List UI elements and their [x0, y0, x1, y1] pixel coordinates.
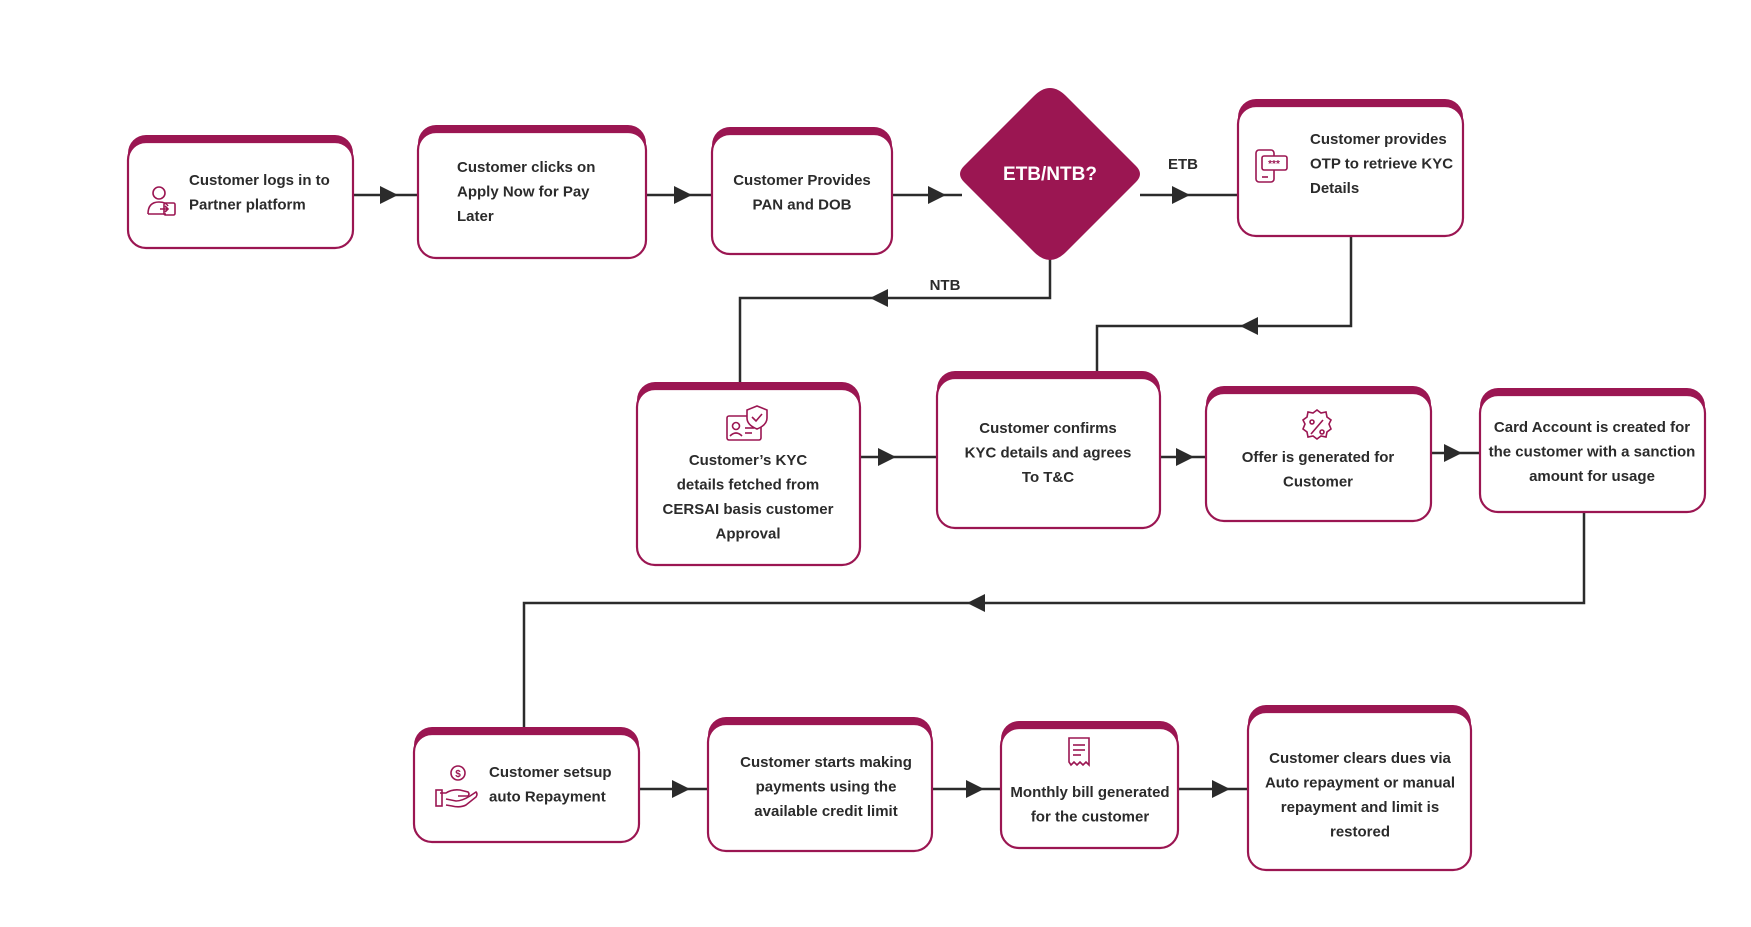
id-card-shield-icon [726, 405, 768, 441]
arrowhead [1212, 780, 1230, 798]
arrowhead [674, 186, 692, 204]
otp-phone-icon: *** [1255, 149, 1288, 183]
box-login: Customer logs in to Partner platform [126, 135, 355, 250]
box-body [935, 376, 1162, 530]
box-text-line: Customer confirms [979, 420, 1117, 437]
box-text-line: Customer provides [1310, 131, 1447, 148]
arrowhead [966, 780, 984, 798]
box-body [1236, 104, 1465, 238]
edge-label-etb: ETB [1168, 156, 1198, 173]
box-kyc-fetch: Customer’s KYC details fetched fromCERSAI… [635, 382, 862, 567]
box-text-line: Card Account is created for [1494, 419, 1690, 436]
arrowhead [967, 594, 985, 612]
decision-diamond: ETB/NTB? [960, 88, 1140, 260]
edge-card-autorepay [522, 512, 1586, 736]
box-body [1204, 391, 1433, 523]
box-body [1478, 393, 1707, 514]
svg-text:$: $ [455, 769, 461, 780]
box-text-line: available credit limit [754, 803, 897, 820]
arrowhead [1172, 186, 1190, 204]
box-text-line: Approval [715, 526, 780, 543]
receipt-icon [1068, 737, 1090, 767]
box-text-line: Customer Provides [733, 172, 871, 189]
box-text-line: Customer clicks on [457, 159, 595, 176]
box-text-line: restored [1330, 824, 1390, 841]
arrowhead [1176, 448, 1194, 466]
box-text-line: CERSAI basis customer [663, 501, 834, 518]
box-text-line: Offer is generated for [1242, 449, 1395, 466]
hand-money-icon: $ [435, 765, 478, 808]
box-text-line: Monthly bill generated [1010, 784, 1169, 801]
box-text-line: Customer [1283, 474, 1353, 491]
edge-label-ntb: NTB [930, 277, 961, 294]
box-text-line: Later [457, 208, 494, 225]
box-text-line: Apply Now for Pay [457, 184, 590, 201]
arrowhead [672, 780, 690, 798]
box-body [706, 722, 934, 853]
box-text-line: details fetched from [677, 477, 820, 494]
arrowhead [1444, 444, 1462, 462]
box-text-line: KYC details and agrees [965, 445, 1132, 462]
box-text-line: repayment and limit is [1281, 799, 1439, 816]
decision-label: ETB/NTB? [1003, 164, 1097, 185]
box-text-line: OTP to retrieve KYC [1310, 156, 1453, 173]
box-text-line: Customer clears dues via [1269, 750, 1451, 767]
box-text-line: auto Repayment [489, 789, 606, 806]
box-body [999, 726, 1180, 850]
box-text-line: To T&C [1022, 469, 1074, 486]
box-text-line: the customer with a sanction [1489, 444, 1696, 461]
arrowhead [870, 289, 888, 307]
box-payments: Customer starts making payments using the… [706, 717, 934, 853]
box-text-line: PAN and DOB [753, 197, 852, 214]
box-body [416, 130, 648, 260]
percent-badge-icon [1301, 409, 1333, 440]
box-autorepay: Customer setsup auto Repayment [412, 727, 641, 844]
arrowhead [878, 448, 896, 466]
box-body [126, 140, 355, 250]
edge-otp-confirm [1095, 236, 1353, 380]
box-text-line: amount for usage [1529, 468, 1655, 485]
user-login-icon [147, 186, 176, 216]
box-text-line: Partner platform [189, 197, 306, 214]
svg-text:***: *** [1268, 159, 1280, 170]
arrowhead [380, 186, 398, 204]
box-text-line: Customer setsup [489, 764, 612, 781]
box-bill: Monthly bill generated for the customer [999, 721, 1180, 850]
box-body [1246, 710, 1473, 872]
box-text-line: for the customer [1031, 809, 1150, 826]
box-text-line: Customer’s KYC [689, 452, 808, 469]
box-body [635, 387, 862, 567]
box-text-line: Details [1310, 180, 1359, 197]
connectors [353, 186, 1586, 798]
edge-decision-kyc-ntb [738, 258, 1052, 392]
box-text-line: Auto repayment or manual [1265, 775, 1455, 792]
box-text-line: Customer logs in to [189, 172, 330, 189]
box-body [710, 132, 894, 256]
box-text-line: payments using the [756, 779, 897, 796]
box-body [412, 732, 641, 844]
box-card: Card Account is created for the customer … [1478, 388, 1707, 514]
arrowhead [928, 186, 946, 204]
box-text-line: Customer starts making [740, 754, 912, 771]
arrowhead [1240, 317, 1258, 335]
